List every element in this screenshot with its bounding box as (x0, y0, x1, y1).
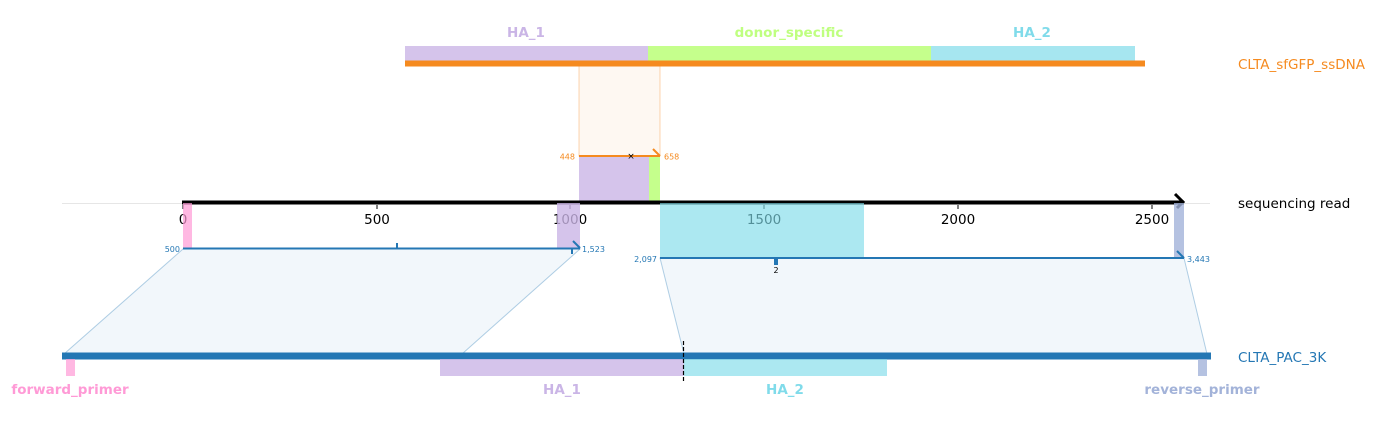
forward-primer-label: forward_primer (11, 382, 129, 398)
target-alignment-1: 500 1,523 (62, 203, 605, 355)
reverse-primer-label: reverse_primer (1144, 382, 1260, 398)
target-forward-primer-block (66, 359, 75, 376)
target-track-label: CLTA_PAC_3K (1238, 350, 1327, 366)
target-ha2-label: HA_2 (766, 382, 804, 398)
target2-insertion-marker (774, 258, 778, 265)
tick-label: 2000 (941, 212, 975, 228)
read-target-ha2-segment (660, 203, 864, 258)
target1-end-coord: 1,523 (582, 245, 605, 254)
mismatch-marker: × (627, 152, 635, 162)
donor-track-label: CLTA_sfGFP_ssDNA (1238, 57, 1366, 73)
donor-alignment-arrow (652, 148, 661, 157)
target2-start-coord: 2,097 (634, 255, 657, 264)
target1-indel-marker (571, 248, 573, 254)
read-target-ha1-segment (557, 203, 580, 248)
read-donor-specific-segment (649, 156, 660, 202)
target2-alignment-arrow (1176, 250, 1185, 259)
target-track: forward_primer HA_1 HA_2 reverse_primer … (11, 341, 1327, 398)
donor-end-coord: 658 (664, 153, 679, 162)
target2-projection-band (659, 257, 1208, 355)
read-track-label: sequencing read (1238, 196, 1350, 212)
target-reverse-primer-block (1198, 359, 1207, 376)
donor-backbone (405, 60, 1145, 67)
donor-ha2-label: HA_2 (1013, 25, 1051, 41)
target1-projection-band (62, 248, 582, 355)
donor-ha2-block (931, 46, 1135, 61)
tick-label: 2500 (1135, 212, 1169, 228)
target-ha1-label: HA_1 (543, 382, 581, 398)
donor-ha1-block (405, 46, 648, 61)
read-ha1-segment (579, 156, 649, 202)
target-alignment-2: 2 2,097 3,443 (634, 203, 1210, 355)
target1-alignment-arrow (572, 240, 581, 249)
target-backbone (62, 352, 1211, 360)
donor-track: HA_1 donor_specific HA_2 CLTA_sfGFP_ssDN… (405, 25, 1366, 73)
donor-start-coord: 448 (560, 153, 575, 162)
donor-alignment: × 448 658 (560, 65, 679, 202)
read-forward-primer-segment (183, 203, 192, 248)
target-ha2-block (684, 359, 887, 376)
target1-indel-marker (396, 243, 398, 249)
donor-ha1-label: HA_1 (507, 25, 545, 41)
tick-label: 500 (364, 212, 390, 228)
donor-specific-label: donor_specific (735, 25, 844, 41)
donor-projection-band (578, 65, 661, 157)
target1-start-coord: 500 (165, 245, 180, 254)
target-ha1-block (440, 359, 684, 376)
target2-end-coord: 3,443 (1187, 255, 1210, 264)
donor-specific-block (648, 46, 931, 61)
insertion-count: 2 (773, 266, 778, 275)
read-reverse-primer-segment (1174, 203, 1184, 258)
